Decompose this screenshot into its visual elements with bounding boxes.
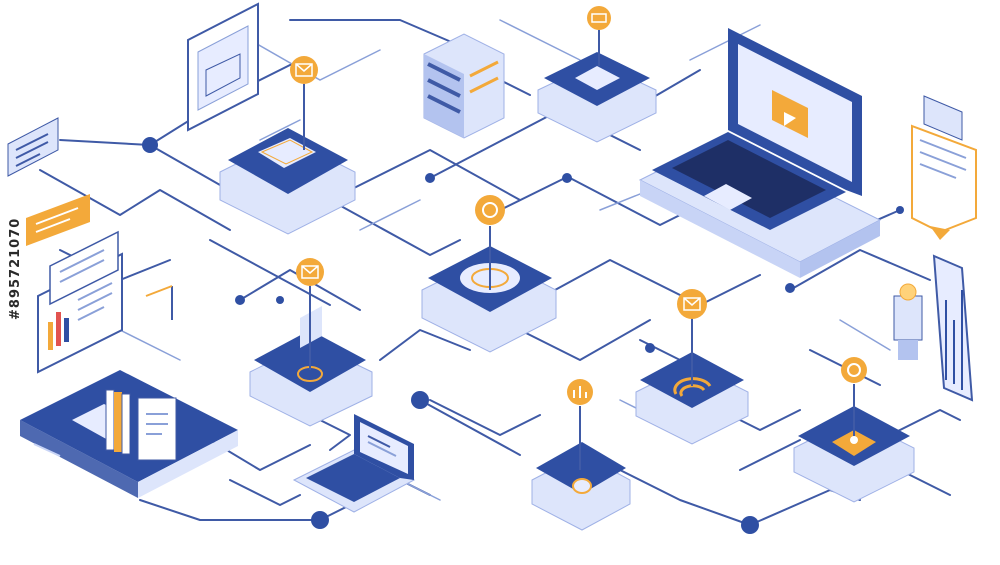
panel-right-small: [923, 95, 963, 141]
flag-marker: [145, 285, 173, 320]
laptop-large: [638, 28, 882, 278]
panel-top-left: [187, 2, 259, 132]
pin-cloud: [587, 6, 611, 66]
server-rack: [423, 33, 505, 139]
pin-mail-right: [677, 289, 707, 386]
tile-top-left: [219, 128, 356, 235]
pin-settings-right: [841, 357, 867, 436]
documents-platform: [20, 370, 238, 498]
panel-orange-left: [26, 194, 90, 246]
book-stack: [105, 389, 177, 461]
smartphone: [932, 254, 974, 402]
hourglass: [893, 283, 923, 360]
panel-far-left: [7, 117, 59, 177]
connection-lines: [39, 19, 961, 526]
pin-chart: [567, 379, 593, 470]
pin-settings-hub: [475, 195, 505, 290]
stock-id-watermark: #895721070: [8, 217, 23, 320]
panel-left-doc: [49, 230, 119, 306]
pins: [290, 6, 867, 470]
panel-right-card: [911, 124, 977, 240]
laptop-small: [292, 414, 416, 513]
pin-mail-mid: [296, 258, 324, 370]
junction-dots: [142, 137, 904, 534]
tile-top-center: [537, 52, 657, 143]
pin-mail-top: [290, 56, 318, 150]
